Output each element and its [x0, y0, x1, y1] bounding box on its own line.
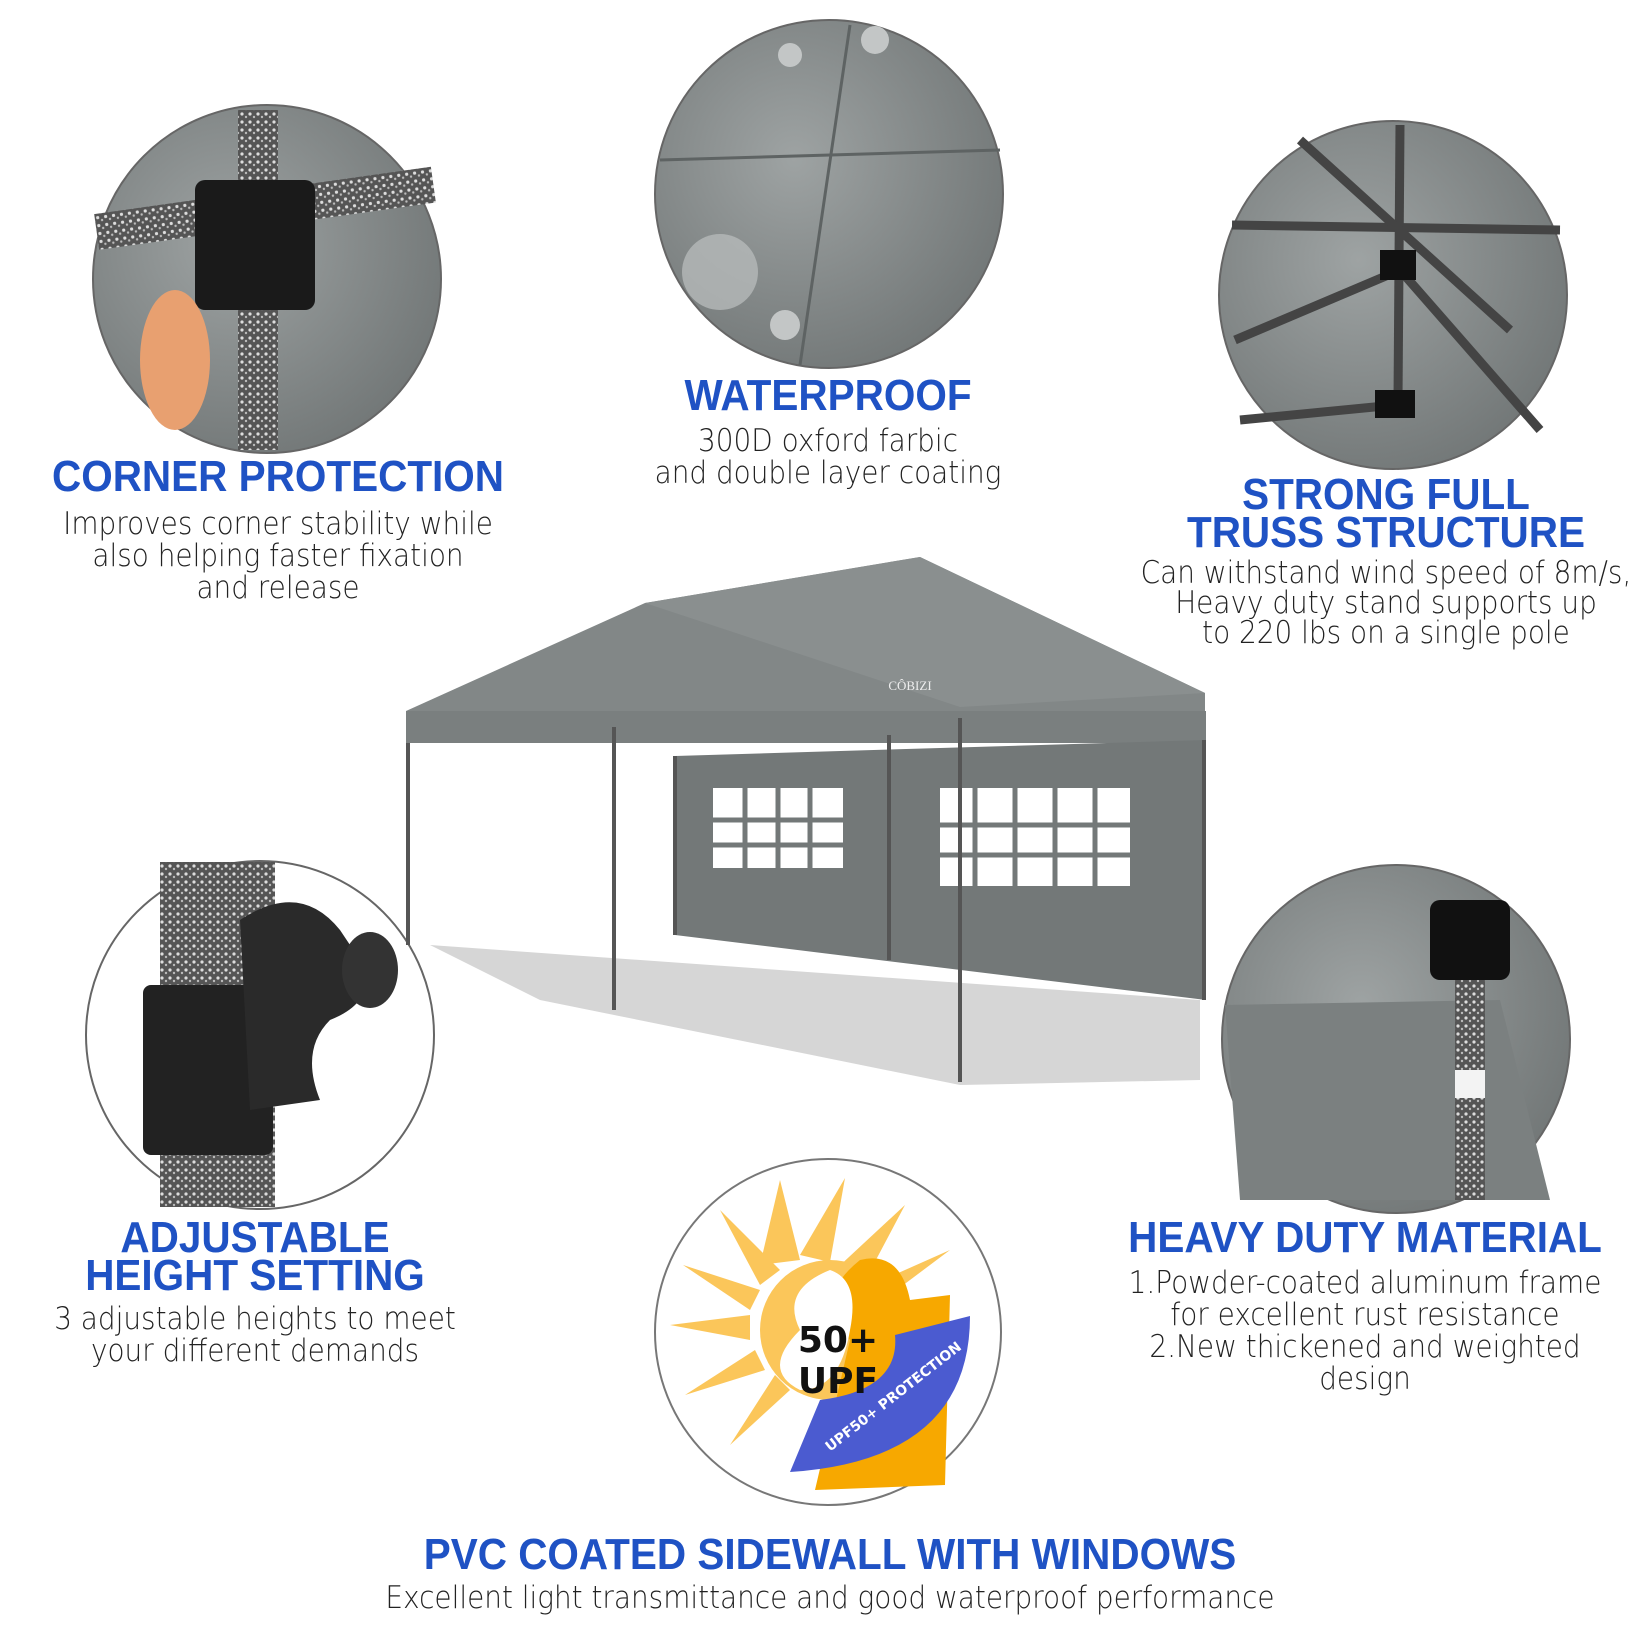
adjustable-line: 3 adjustable heights to meet	[54, 1301, 456, 1337]
truss-title-line: STRONG FULL	[1242, 470, 1530, 519]
truss-structure-photo	[1218, 120, 1568, 470]
sidewall-window-left	[713, 788, 843, 868]
waterproof-line: and double layer coating	[654, 455, 1002, 491]
heavy-duty-line: design	[1319, 1361, 1411, 1397]
corner-protection-section: CORNER PROTECTION Improves corner stabil…	[32, 452, 523, 606]
corner-protection-photo	[92, 104, 442, 454]
truss-line: Can withstand wind speed of 8m/s,	[1140, 555, 1632, 591]
heavy-duty-section: HEAVY DUTY MATERIAL 1.Powder-coated alum…	[1102, 1213, 1627, 1397]
adjustable-height-section: ADJUSTABLE HEIGHT SETTING 3 adjustable h…	[32, 1213, 478, 1369]
adjustable-title-line: ADJUSTABLE	[120, 1213, 390, 1262]
heavy-duty-line: 1.Powder-coated aluminum frame	[1128, 1265, 1602, 1301]
sidewall-section: PVC COATED SIDEWALL WITH WINDOWS Excelle…	[336, 1530, 1324, 1616]
heavy-duty-material-photo	[1221, 864, 1571, 1214]
corner-protection-line: Improves corner stability while	[63, 506, 493, 542]
corner-protection-title: CORNER PROTECTION	[51, 452, 505, 501]
sidewall-title: PVC COATED SIDEWALL WITH WINDOWS	[423, 1530, 1237, 1579]
upf-value: 50+	[798, 1320, 878, 1361]
canopy-tent: CÔBIZI	[406, 557, 1206, 1085]
truss-title-line: TRUSS STRUCTURE	[1186, 508, 1586, 557]
corner-protection-line: also helping faster fixation	[92, 538, 464, 574]
adjustable-height-photo	[85, 860, 435, 1210]
heavy-duty-title: HEAVY DUTY MATERIAL	[1128, 1213, 1602, 1262]
truss-section: STRONG FULL TRUSS STRUCTURE Can withstan…	[1113, 470, 1650, 651]
sidewall-window-right	[940, 788, 1130, 886]
waterproof-section: WATERPROOF 300D oxford farbic and double…	[635, 371, 1020, 491]
sidewall-line: Excellent light transmittance and good w…	[385, 1580, 1275, 1616]
upf-badge: 50+ UPF UPF50+ PROTECTION	[654, 1158, 1002, 1506]
heavy-duty-line: 2.New thickened and weighted	[1149, 1329, 1581, 1365]
waterproof-fabric-photo	[654, 19, 1004, 369]
truss-line: Heavy duty stand supports up	[1175, 585, 1597, 621]
waterproof-title: WATERPROOF	[684, 371, 972, 420]
brand-logo: CÔBIZI	[888, 678, 931, 693]
truss-line: to 220 lbs on a single pole	[1202, 615, 1570, 651]
corner-protection-line: and release	[196, 570, 360, 606]
heavy-duty-line: for excellent rust resistance	[1170, 1297, 1560, 1333]
waterproof-line: 300D oxford farbic	[698, 423, 958, 459]
adjustable-title-line: HEIGHT SETTING	[85, 1251, 425, 1300]
adjustable-line: your different demands	[90, 1333, 420, 1369]
upf-unit: UPF	[798, 1361, 878, 1402]
